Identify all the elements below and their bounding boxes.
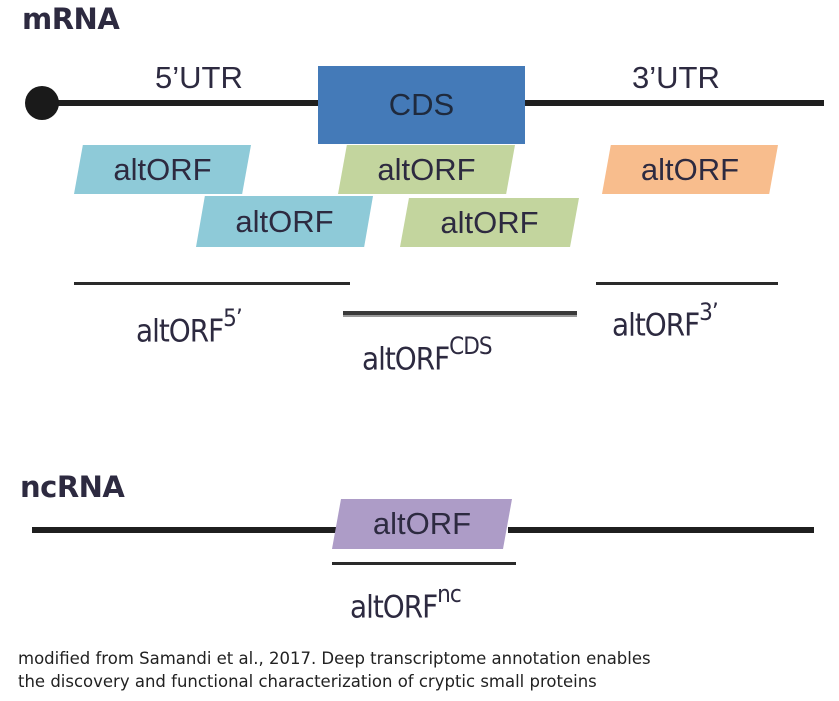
altorf-ncrna: altORF — [332, 499, 512, 549]
altorf-label: altORF — [235, 203, 334, 239]
ncrna-line-right — [508, 527, 814, 533]
altorf-label: altORF — [372, 506, 472, 541]
class-label-altorf-3: altORF3’ — [612, 298, 719, 344]
caption-line-1: modified from Samandi et al., 2017. Deep… — [18, 649, 651, 668]
bracket-altorf-3 — [596, 282, 778, 285]
altorf-label: altORF — [113, 151, 212, 187]
class-label-altorf-cds: altORFCDS — [362, 332, 493, 378]
utr3-label: 3’UTR — [632, 60, 720, 95]
altorf-label: altORF — [440, 204, 539, 240]
bracket-altorf-cds — [343, 311, 577, 315]
altorf-3utr: altORF — [602, 145, 778, 194]
altorf-label: altORF — [377, 151, 476, 187]
altorf-5utr-2: altORF — [196, 196, 373, 247]
class-label-altorf-nc: altORFnc — [350, 580, 462, 626]
five-prime-cap-icon — [25, 86, 59, 120]
mrna-title: mRNA — [22, 2, 120, 36]
caption-line-2: the discovery and functional characteriz… — [18, 672, 597, 691]
mrna-line-5utr — [42, 100, 320, 106]
cds-label: CDS — [388, 87, 455, 122]
altorf-cds-1: altORF — [338, 145, 515, 194]
class-label-altorf-5: altORF5’ — [136, 304, 243, 350]
ncrna-line-left — [32, 527, 340, 533]
caption: modified from Samandi et al., 2017. Deep… — [18, 647, 651, 693]
utr5-label: 5’UTR — [155, 60, 243, 95]
mrna-line-3utr — [522, 100, 824, 106]
altorf-5utr-1: altORF — [74, 145, 251, 194]
altorf-cds-2: altORF — [400, 198, 579, 247]
bracket-altorf-nc — [332, 562, 516, 565]
ncrna-title: ncRNA — [20, 470, 125, 504]
altorf-label: altORF — [640, 151, 740, 187]
bracket-altorf-5 — [74, 282, 350, 285]
cds-box: CDS — [318, 66, 525, 144]
